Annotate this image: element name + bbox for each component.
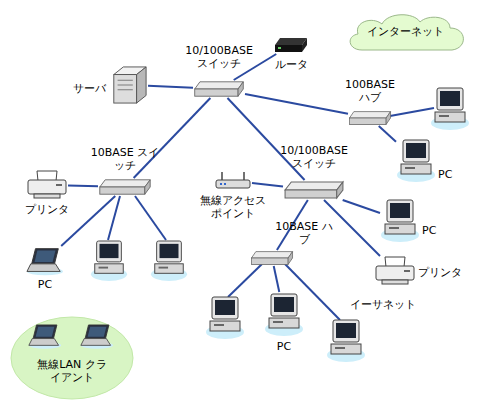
pc: PC [396, 138, 436, 182]
node-label: PC [26, 278, 64, 291]
printer-icon [376, 257, 414, 284]
lan-cable [245, 94, 348, 114]
pc: PC [264, 292, 304, 336]
laptop-icon [29, 325, 61, 349]
network-switch-icon [285, 182, 343, 198]
wireless-access-point: 無線アクセス ポイント [214, 172, 252, 190]
network-hub-shape [250, 250, 294, 266]
pc: PC [380, 198, 420, 242]
lan-cable [390, 108, 434, 116]
network-switch-icon [195, 82, 244, 96]
router: ルータ [274, 36, 308, 54]
lan-cable [68, 185, 98, 188]
lan-cable [108, 196, 120, 240]
pc-icons [91, 88, 469, 362]
pc-icon [327, 320, 365, 362]
lan-cable [252, 183, 283, 186]
wireless-client-group: 無線LAN クライアント [10, 316, 134, 400]
router-shape [274, 36, 308, 54]
network-switch-shape [193, 80, 245, 98]
pc-shape [380, 198, 420, 242]
server: サーバ [110, 64, 148, 106]
node-label: ルータ [268, 58, 314, 71]
cable-label: イーサネット [350, 298, 426, 311]
pc-icon [206, 297, 244, 339]
node-label: 10BASE スイッチ [90, 146, 160, 172]
node-label: 無線LAN クライアント [32, 358, 112, 384]
pc-icon [151, 241, 187, 281]
server-shape [110, 64, 148, 106]
printer-shape [26, 170, 68, 200]
printer-shape [374, 256, 416, 286]
network-hub-icon [349, 112, 390, 125]
internet-cloud: インターネット [340, 10, 470, 54]
node-label: プリンタ [22, 203, 72, 216]
network-hub-shape [348, 110, 392, 126]
laptop: PC [26, 246, 64, 276]
router-icon [275, 38, 307, 52]
pc-icon [265, 294, 303, 336]
pc-icon [91, 241, 127, 281]
lan-cable [135, 196, 166, 240]
lan-cables [108, 108, 434, 320]
server-icon [114, 67, 146, 103]
wireless-access-point-shape [214, 172, 252, 190]
printer-icon [28, 171, 66, 198]
node-label: 10/100BASE スイッチ [274, 144, 354, 170]
node-label: 100BASE ハブ [338, 78, 402, 104]
lan-cable [379, 126, 396, 142]
node-label: 10/100BASE スイッチ [179, 44, 259, 70]
node-label: インターネット [340, 25, 470, 38]
wireless-access-point-icon [216, 172, 250, 188]
lan-cable [274, 266, 280, 292]
network-hub-icon [251, 252, 292, 265]
network-switch: 10/100BASE スイッチ [283, 180, 345, 200]
lan-cable [343, 200, 380, 213]
printer: プリンタ [26, 170, 68, 200]
node-label: 10BASE ハブ [274, 220, 334, 246]
network-hub: 100BASE ハブ [348, 110, 392, 126]
laptop-shape [26, 246, 64, 276]
node-label: サーバ [58, 82, 106, 95]
network-switch-shape [98, 178, 152, 196]
pc-shape [396, 138, 436, 182]
pc-icon [431, 88, 469, 130]
node-label: PC [422, 224, 448, 237]
network-switch-icon [100, 180, 150, 194]
lan-cable [148, 86, 193, 88]
node-label: PC [438, 168, 464, 181]
group-ellipse [11, 317, 133, 399]
network-switch: 10BASE スイッチ [98, 178, 152, 196]
node-label: プリンタ [418, 266, 470, 279]
node-label: 無線アクセス ポイント [195, 194, 271, 220]
pc-shape [264, 292, 304, 336]
printer: プリンタ [374, 256, 416, 286]
laptop-icon [27, 249, 63, 276]
laptop-icon [81, 325, 113, 349]
lan-cable [61, 196, 115, 246]
network-switch-shape [283, 180, 345, 200]
lan-cable [228, 264, 262, 297]
node-label: PC [264, 340, 304, 353]
pc-icon [381, 200, 419, 242]
pc-icon [397, 140, 435, 182]
lan-cable [134, 98, 211, 178]
network-hub: 10BASE ハブ [250, 250, 294, 266]
network-switch: 10/100BASE スイッチ [193, 80, 245, 98]
